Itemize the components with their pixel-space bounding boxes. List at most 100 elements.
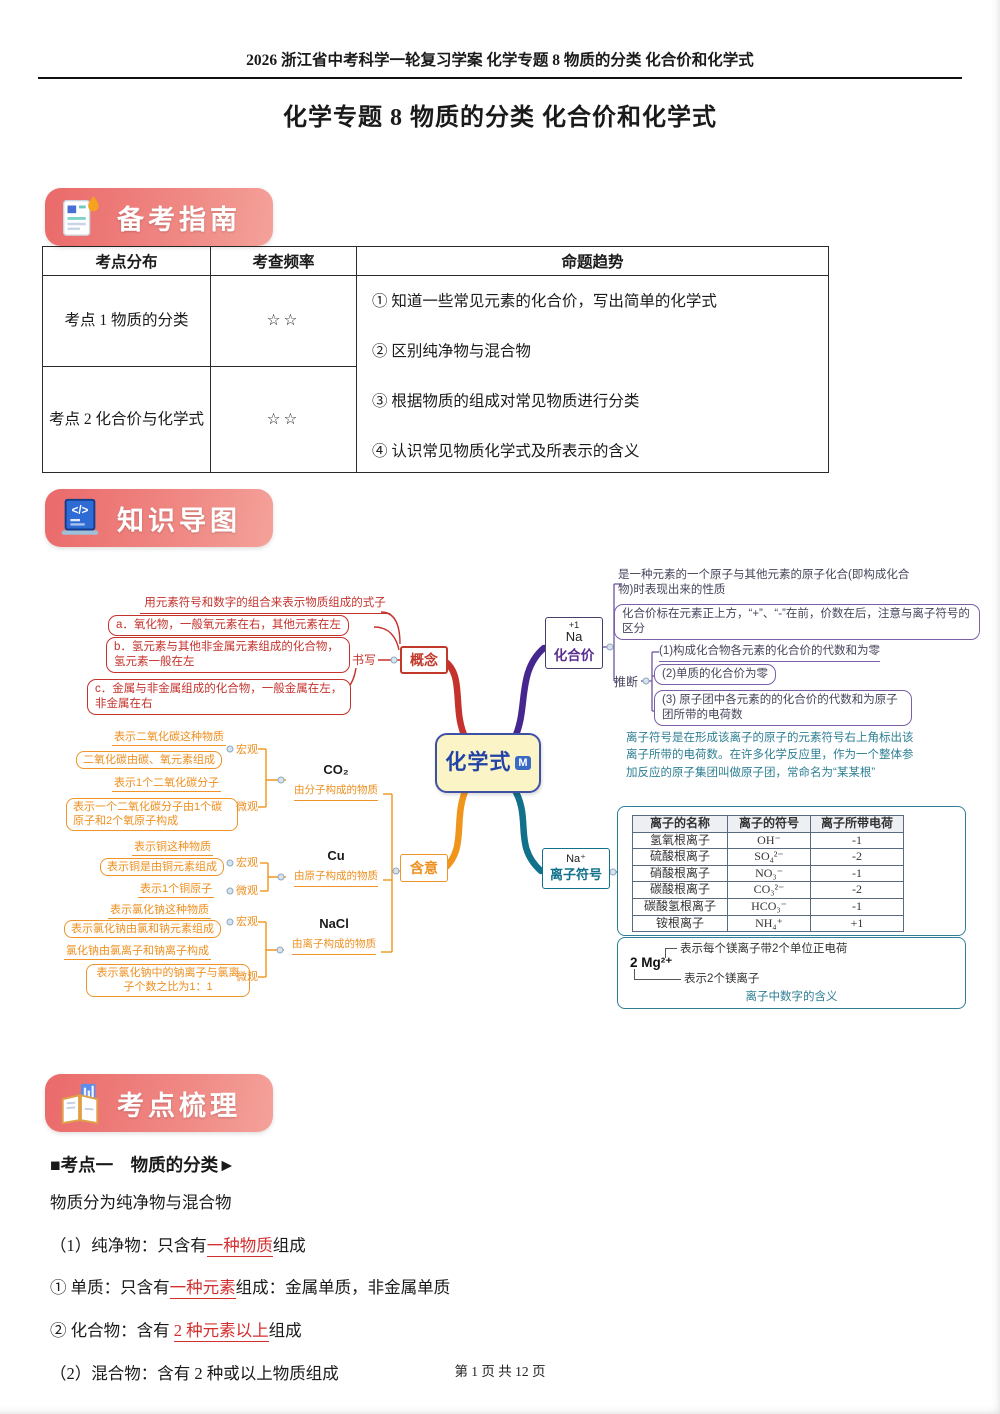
valence-example-charge: +1 — [568, 620, 580, 630]
concept-node: 概念 — [400, 646, 448, 675]
co2-macro-item-2: 二氧化碳由碳、氧元素组成 — [76, 751, 222, 770]
mg-formula: 2 Mg²⁺ — [630, 955, 673, 970]
valence-node-label: 化合价 — [553, 647, 595, 663]
review-section: ■考点一 物质的分类► 物质分为纯净物与混合物 （1）纯净物：只含有一种物质组成… — [50, 1152, 1000, 1384]
ion-name: 碳酸根离子 — [632, 881, 728, 899]
micro-label: 微观 — [236, 885, 258, 897]
nacl-formula: NaCl — [319, 916, 349, 931]
mg-charge-note: 表示每个镁离子带2个单位正电荷 — [680, 943, 848, 955]
cu-formula-node: Cu 由原子构成的物质 — [286, 848, 386, 887]
text: 组成 — [268, 1320, 302, 1340]
trend-item-2: ② 区别纯净物与混合物 — [372, 343, 531, 360]
frequency-cell-2: ☆☆ — [210, 365, 357, 474]
header-topic: 考点分布 — [42, 246, 211, 276]
nacl-formula-node: NaCl 由离子构成的物质 — [284, 916, 384, 955]
review-badge: 考点梳理 — [45, 1074, 273, 1132]
valence-definition: 是一种元素的一个原子与其他元素的原子化合(即构成化合物)时表现出来的性质 — [618, 569, 910, 596]
nacl-micro-item-1: 氯化钠由氯离子和钠离子构成 — [64, 944, 211, 961]
ion-charge: -2 — [810, 848, 904, 866]
ion-header-symbol: 离子的符号 — [727, 815, 811, 833]
review-item-2: ① 单质：只含有一种元素组成：金属单质，非金属单质 — [50, 1278, 1000, 1300]
macro-label: 宏观 — [236, 744, 258, 756]
ion-charge: -1 — [810, 831, 904, 850]
mg-caption: 离子中数字的含义 — [745, 991, 838, 1004]
exam-overview-table: 考点分布 考查频率 命题趋势 考点 1 物质的分类 ☆☆ ① 知道一些常见元素的… — [42, 246, 829, 474]
ion-name: 硫酸根离子 — [632, 848, 728, 866]
ion-header-charge: 离子所带电荷 — [810, 815, 904, 833]
valence-rule-2: (2)单质的化合价为零 — [654, 664, 777, 685]
ion-symbol: HCO₃⁻ — [727, 897, 811, 916]
text: （1）纯净物：只含有 — [50, 1235, 207, 1255]
review-item-4: （2）混合物：含有 2 种或以上物质组成 — [50, 1364, 1000, 1385]
guide-badge-label: 备考指南 — [117, 204, 241, 235]
writing-rule-b: b．氢元素与其他非金属元素组成的化合物，氢元素一般在左 — [106, 637, 350, 673]
valence-notation: 化合价标在元素正上方，“+”、“-”在前，价数在后，注意与离子符号的区分 — [614, 604, 980, 640]
nacl-micro-item-2: 表示氯化钠中的钠离子与氯离子个数之比为1：1 — [86, 964, 250, 997]
trend-item-1: ① 知道一些常见元素的化合价，写出简单的化学式 — [372, 293, 717, 310]
review-intro: 物质分为纯净物与混合物 — [50, 1193, 232, 1212]
mg-count-note: 表示2个镁离子 — [684, 973, 760, 985]
table-header-row: 考点分布 考查频率 命题趋势 — [42, 246, 829, 276]
ion-table-header-row: 离子的名称 离子的符号 离子所带电荷 — [632, 815, 904, 833]
nacl-macro-item-2: 表示氯化钠由氯和钠元素组成 — [64, 920, 221, 939]
review-badge-label: 考点梳理 — [117, 1090, 241, 1121]
topic-cell-1: 考点 1 物质的分类 — [42, 275, 211, 367]
co2-macro-item-1: 表示二氧化碳这种物质 — [112, 730, 226, 747]
guide-badge: 备考指南 — [45, 188, 273, 246]
highlighted-text: 一种元素 — [169, 1278, 236, 1300]
table-row: 考点 1 物质的分类 ☆☆ ① 知道一些常见元素的化合价，写出简单的化学式 ② … — [42, 275, 829, 473]
topic-cell-2: 考点 2 化合价与化学式 — [42, 365, 211, 474]
review-item-1: （1）纯净物：只含有一种物质组成 — [50, 1235, 1000, 1257]
ion-charge: -1 — [810, 864, 904, 883]
trend-cell: ① 知道一些常见元素的化合价，写出简单的化学式 ② 区别纯净物与混合物 ③ 根据… — [356, 275, 829, 473]
text: ② 化合物：含有 — [50, 1320, 174, 1340]
ion-symbol: SO₄²⁻ — [727, 848, 811, 866]
ion-name: 硝酸根离子 — [632, 864, 728, 883]
cu-macro-item-2: 表示铜是由铜元素组成 — [100, 858, 224, 877]
review-heading: ■考点一 物质的分类► — [50, 1155, 236, 1175]
nacl-macro-item-1: 表示氯化钠这种物质 — [108, 903, 211, 920]
map-badge-label: 知识导图 — [117, 505, 241, 536]
mindmap-connectors — [226, 583, 659, 981]
ion-description: 离子符号是在形成该离子的原子的元素符号右上角标出该离子所带的电荷数。在许多化学反… — [626, 732, 914, 779]
cu-micro-item-1: 表示1个铜原子 — [138, 882, 215, 899]
page-title: 化学专题 8 物质的分类 化合价和化学式 — [283, 105, 717, 131]
review-item-3: ② 化合物：含有 2 种元素以上组成 — [50, 1320, 1000, 1342]
writing-rule-c: c．金属与非金属组成的化合物，一般金属在左，非金属在右 — [87, 679, 351, 715]
macro-label: 宏观 — [236, 916, 258, 928]
frequency-cell-1: ☆☆ — [210, 275, 357, 367]
ion-symbol: NO₃⁻ — [727, 864, 811, 883]
center-node-label: 化学式 — [445, 751, 512, 775]
laptop-code-icon: </> — [61, 498, 99, 535]
formula-definition: 用元素符号和数字的组合来表示物质组成的式子 — [140, 596, 390, 614]
macro-label: 宏观 — [236, 857, 258, 869]
co2-micro-item-1: 表示1个二氧化碳分子 — [112, 776, 222, 793]
text: （2）混合物：含有 2 种或以上物质组成 — [50, 1363, 339, 1383]
nacl-note: 由离子构成的物质 — [292, 938, 376, 955]
page-number: 第 1 页 共 12 页 — [454, 1364, 546, 1379]
table-row: 考点 2 化合价与化学式 ☆☆ — [42, 365, 829, 474]
ion-name: 铵根离子 — [632, 914, 728, 933]
header-trend: 命题趋势 — [356, 246, 829, 276]
ion-charge: -1 — [810, 897, 904, 916]
writing-rule-a: a．氧化物，一般氧元素在右，其他元素在左 — [108, 615, 349, 636]
ion-symbol-node: Na⁺ 离子符号 — [542, 848, 610, 890]
map-badge: </> 知识导图 — [45, 489, 273, 547]
writing-node: 书写 — [352, 653, 377, 667]
knowledge-mindmap: 化学式 M 用元素符号和数字的组合来表示物质组成的式子 a．氧化物，一般氧元素在… — [0, 560, 1000, 1012]
ion-example: Na⁺ — [566, 853, 586, 865]
co2-micro-item-2: 表示一个二氧化碳分子由1个碳原子和2个氧原子构成 — [66, 798, 238, 831]
ion-name: 碳酸氢根离子 — [632, 897, 728, 916]
highlighted-text: 2 种元素以上 — [173, 1320, 269, 1342]
mindmap-center-node: 化学式 M — [435, 733, 541, 793]
valence-example-element: Na — [565, 629, 583, 644]
ion-charge: -2 — [810, 881, 904, 899]
ion-node-label: 离子符号 — [549, 867, 602, 883]
co2-formula-node: CO₂ 由分子构成的物质 — [286, 762, 386, 801]
meaning-node: 含意 — [400, 854, 448, 883]
